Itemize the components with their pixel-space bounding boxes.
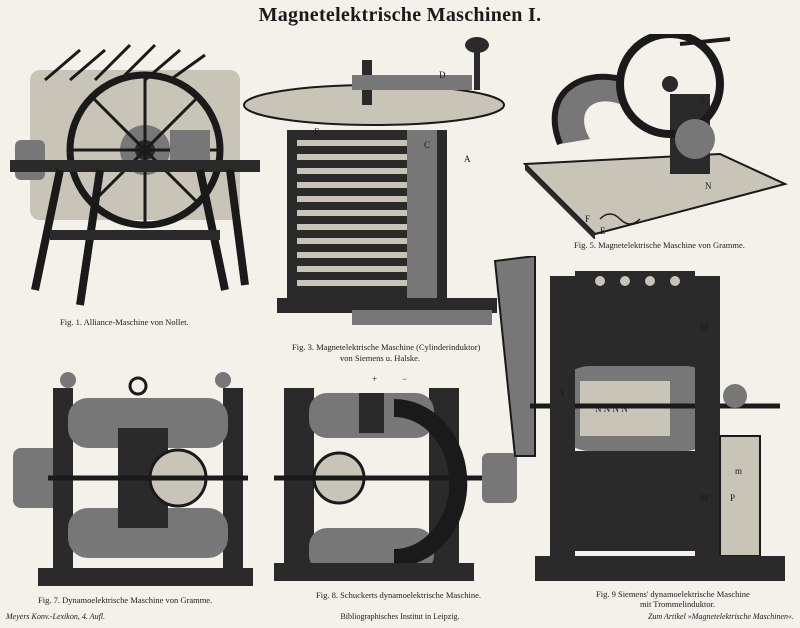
footer-article-ref: Zum Artikel »Magnetelektrische Maschinen…	[647, 612, 794, 621]
fig9-label-m: m	[735, 466, 742, 476]
fig7-caption: Fig. 7. Dynamoelektrische Maschine von G…	[38, 595, 213, 605]
footer-publisher: Bibliographisches Institut in Leipzig.	[340, 612, 460, 621]
fig9-label-m2: M''	[700, 493, 712, 503]
fig3-label-c: C	[424, 140, 430, 150]
fig8-label-plus: +	[372, 374, 377, 384]
fig9-label-p: P	[730, 493, 735, 503]
fig9-illustration: M' M'' N N N N T m P	[493, 256, 785, 581]
fig3-label-e: E	[314, 127, 320, 137]
fig1-illustration	[10, 43, 260, 306]
fig5-caption: Fig. 5. Magnetelektrische Maschine von G…	[574, 240, 745, 250]
fig1-caption: Fig. 1. Alliance-Maschine von Nollet.	[60, 317, 189, 327]
fig5-illustration: S N F E	[522, 34, 788, 239]
fig9-label-t: T	[560, 388, 566, 398]
fig9-label-n: N N N N	[595, 404, 628, 414]
fig9-label-m1: M'	[700, 323, 710, 333]
fig9-caption-line2: mit Trommelinduktor.	[640, 599, 716, 609]
fig8-illustration: + −	[274, 374, 517, 581]
fig3-label-d: D	[439, 70, 446, 80]
footer-publication: Meyers Konv.-Lexikon, 4. Aufl.	[6, 612, 106, 621]
fig5-label-n: N	[705, 181, 712, 191]
page-title: Magnetelektrische Maschinen I.	[258, 4, 542, 26]
fig8-caption: Fig. 8. Schuckerts dynamoelektrische Mas…	[316, 590, 482, 600]
fig5-label-s: S	[700, 96, 705, 106]
fig9-caption-line1: Fig. 9 Siemens' dynamoelektrische Maschi…	[596, 589, 750, 599]
fig8-label-minus: −	[402, 374, 407, 384]
fig5-label-f: F	[585, 214, 590, 224]
fig5-label-e: E	[600, 226, 606, 236]
fig3-caption-line2: von Siemens u. Halske.	[340, 353, 421, 363]
fig3-illustration: D C A E	[243, 37, 505, 325]
fig3-label-a: A	[464, 154, 471, 164]
fig7-illustration	[13, 372, 253, 586]
fig3-caption-line1: Fig. 3. Magnetelektrische Maschine (Cyli…	[292, 342, 481, 352]
